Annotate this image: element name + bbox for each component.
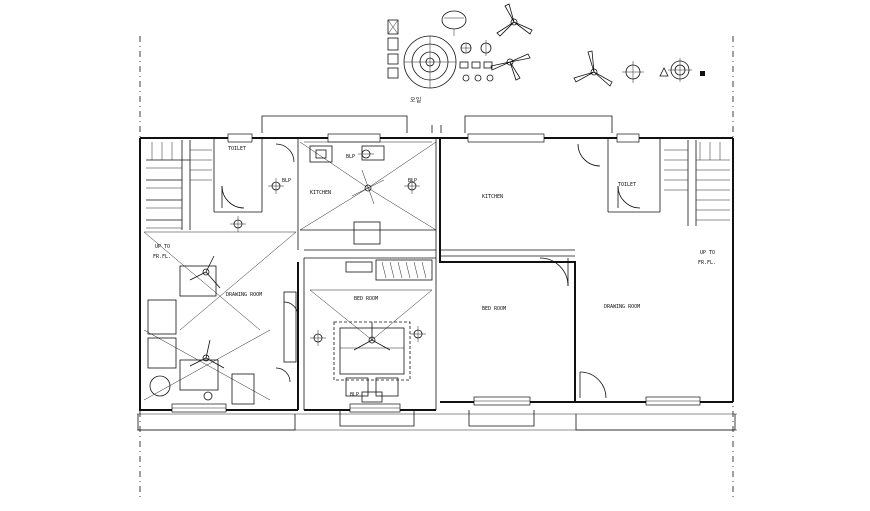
blp-labels: BLP BLP BLP BLP [282, 154, 417, 398]
room-label-bed-left: BED ROOM [354, 296, 378, 302]
room-label-bed-right: BED ROOM [482, 306, 506, 312]
blp-label: BLP [350, 392, 359, 398]
windows [171, 133, 701, 413]
fixture-legend: 오일 [387, 3, 705, 104]
stair-label-right-line1: UP TO [700, 250, 715, 256]
light-point-icon [622, 61, 644, 83]
interior-walls [213, 138, 661, 410]
doors [221, 143, 641, 399]
staircase-left [146, 140, 212, 230]
stair-label-left-line1: UP TO [155, 244, 170, 250]
bay-projections [137, 115, 736, 431]
left-drawing-furnishing [143, 178, 297, 405]
room-label-kitchen-left: KITCHEN [310, 190, 331, 196]
room-label-toilet-left: TOILET [228, 146, 246, 152]
light-point-icon-2 [668, 58, 692, 82]
exterior-walls [139, 137, 734, 411]
round-table-icon [403, 35, 457, 89]
stair-label-left-line2: FR.FL. [153, 254, 171, 260]
room-label-toilet-right: TOILET [618, 182, 636, 188]
blp-label: BLP [346, 154, 355, 160]
stair-labels: UP TO FR.FL. UP TO FR.FL. [153, 244, 716, 266]
room-label-kitchen-right: KITCHEN [482, 194, 503, 200]
triangle-marker-icon [659, 67, 669, 77]
fan-icon-right [573, 50, 613, 87]
stacked-fixture-icon [387, 19, 399, 79]
switch-fixtures-icon [459, 40, 494, 82]
legend-caption: 오일 [410, 96, 421, 104]
stair-label-right-line2: FR.FL. [698, 260, 716, 266]
room-labels: TOILET KITCHEN DRAWING ROOM BED ROOM KIT… [226, 146, 640, 312]
left-kitchen-furnishing [299, 141, 437, 245]
ceiling-light-icon [441, 10, 467, 36]
left-bedroom-furnishing [309, 259, 433, 403]
room-label-drawing-right: DRAWING ROOM [604, 304, 640, 310]
fan-icon-large [496, 3, 533, 37]
fan-icon-medium [490, 53, 531, 81]
room-label-drawing-left: DRAWING ROOM [226, 292, 262, 298]
blp-label: BLP [282, 178, 291, 184]
blp-label: BLP [408, 178, 417, 184]
staircase-right [664, 140, 730, 226]
kitchen-switch-points [358, 149, 420, 194]
